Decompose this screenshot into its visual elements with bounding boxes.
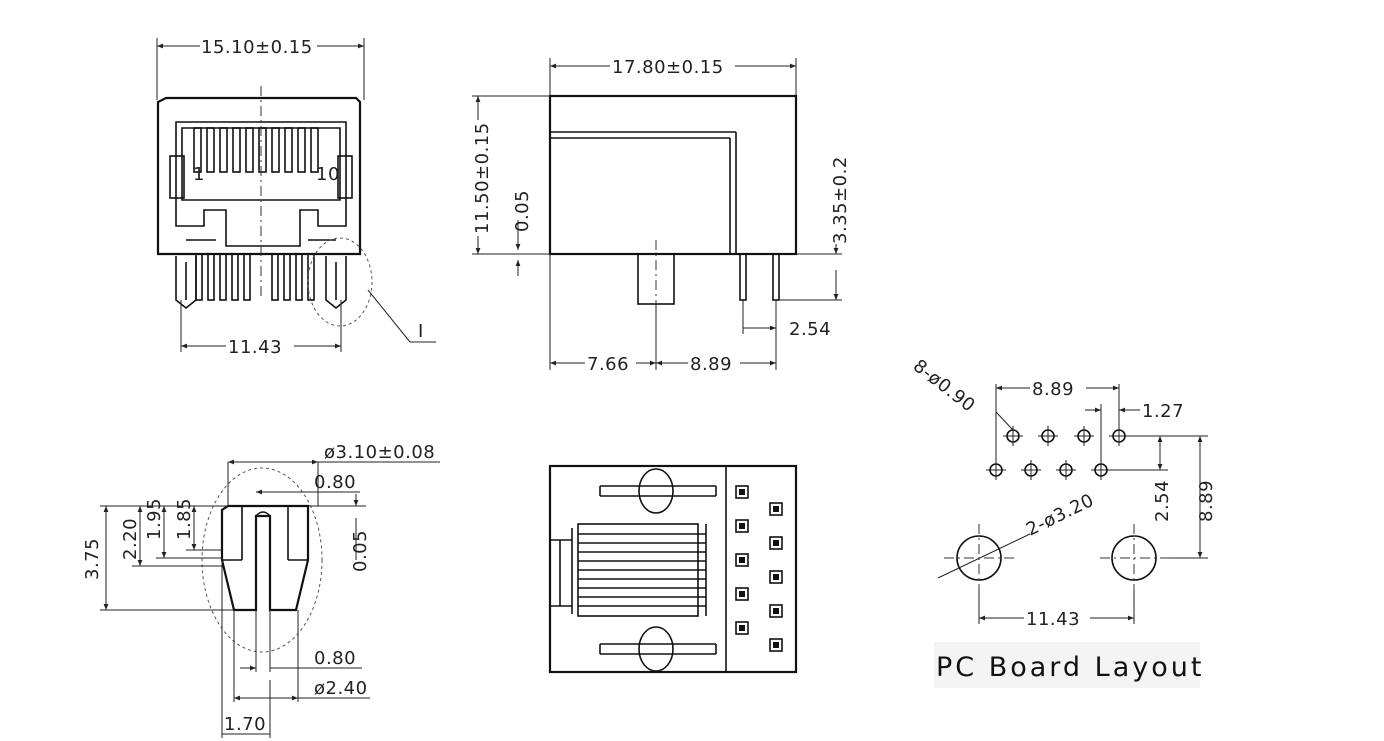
- side-pin-pitch-dim: 2.54: [789, 319, 831, 340]
- boardlock-peg-detail: [220, 504, 310, 612]
- pcb-signal-holes: [986, 426, 1129, 480]
- detail-width-bottom-dim: 1.70: [224, 714, 266, 735]
- detail-view-circle: [201, 467, 323, 653]
- pcb-row-pitch-dim: 2.54: [1152, 480, 1173, 522]
- pin-1-label: 1: [193, 164, 205, 185]
- front-view: 15.10±0.15 1 10: [156, 37, 436, 358]
- side-offset-a-dim: 7.66: [587, 354, 629, 375]
- detail-h1-dim: 3.75: [82, 538, 103, 580]
- pcb-layout-view: 8-ø0.90 8.89 1.27 2.54 8.89 2-ø3.20 11.4…: [909, 355, 1217, 688]
- side-body-outline: [548, 94, 798, 256]
- side-length-dim: 17.80±0.15: [612, 57, 724, 78]
- detail-h2-dim: 2.20: [120, 518, 141, 560]
- left-latch: [169, 155, 185, 199]
- front-width-dim: 15.10±0.15: [201, 37, 313, 58]
- detail-slot-top-dim: 0.80: [314, 472, 356, 493]
- detail-gap-dim: 0.05: [350, 530, 371, 572]
- detail-h3-dim: 1.95: [144, 498, 165, 540]
- pcb-row-span-dim: 8.89: [1032, 379, 1074, 400]
- side-pin-length-dim: 3.35±0.2: [830, 156, 851, 244]
- detail-bottom-diameter-dim: ø2.40: [314, 678, 368, 699]
- side-standoff-dim: 0.05: [512, 190, 533, 232]
- plug-cavity: [175, 121, 347, 247]
- detail-circle: [307, 237, 373, 327]
- detail-callout-label: I: [418, 321, 424, 342]
- pcb-stagger-dim: 1.27: [1142, 401, 1184, 422]
- jack-body-outline: [156, 96, 362, 256]
- bottom-view: [548, 464, 798, 674]
- side-offset-b-dim: 8.89: [690, 354, 732, 375]
- front-pins: [195, 253, 315, 301]
- top-mount-post: [638, 468, 674, 514]
- side-height-dim: 11.50±0.15: [472, 122, 493, 234]
- contact-fingers: [193, 127, 319, 173]
- detail-h4-dim: 1.85: [174, 498, 195, 540]
- bottom-pin-pads: [735, 485, 783, 652]
- side-pin-b: [772, 253, 780, 301]
- detail-top-diameter-dim: ø3.10±0.08: [324, 442, 435, 463]
- pcb-hole-callout: 8-ø0.90: [909, 355, 979, 416]
- detail-view: ø3.10±0.08 0.80 0.05 3.75 2.20 1.95 1.85…: [82, 442, 440, 738]
- detail-slot-bottom-dim: 0.80: [314, 648, 356, 669]
- left-boardlock-peg: [175, 256, 197, 310]
- front-pin-span-dim: 11.43: [228, 337, 282, 358]
- pin-10-label: 10: [316, 164, 340, 185]
- right-latch: [337, 155, 353, 199]
- pcb-mount-span-dim: 11.43: [1026, 609, 1080, 630]
- pcb-mount-hole-callout: 2-ø3.20: [1023, 490, 1097, 541]
- side-pin-a: [739, 253, 747, 301]
- right-boardlock-peg: [325, 256, 347, 310]
- side-view: 17.80±0.15 11.50±0.15 0.05 3.35±0.2: [472, 57, 851, 375]
- bottom-mount-post: [638, 626, 674, 672]
- pcb-total-height-dim: 8.89: [1196, 480, 1217, 522]
- bottom-body-outline: [548, 464, 798, 674]
- contact-leads: [577, 523, 707, 617]
- pcb-layout-title: PC Board Layout: [936, 652, 1204, 683]
